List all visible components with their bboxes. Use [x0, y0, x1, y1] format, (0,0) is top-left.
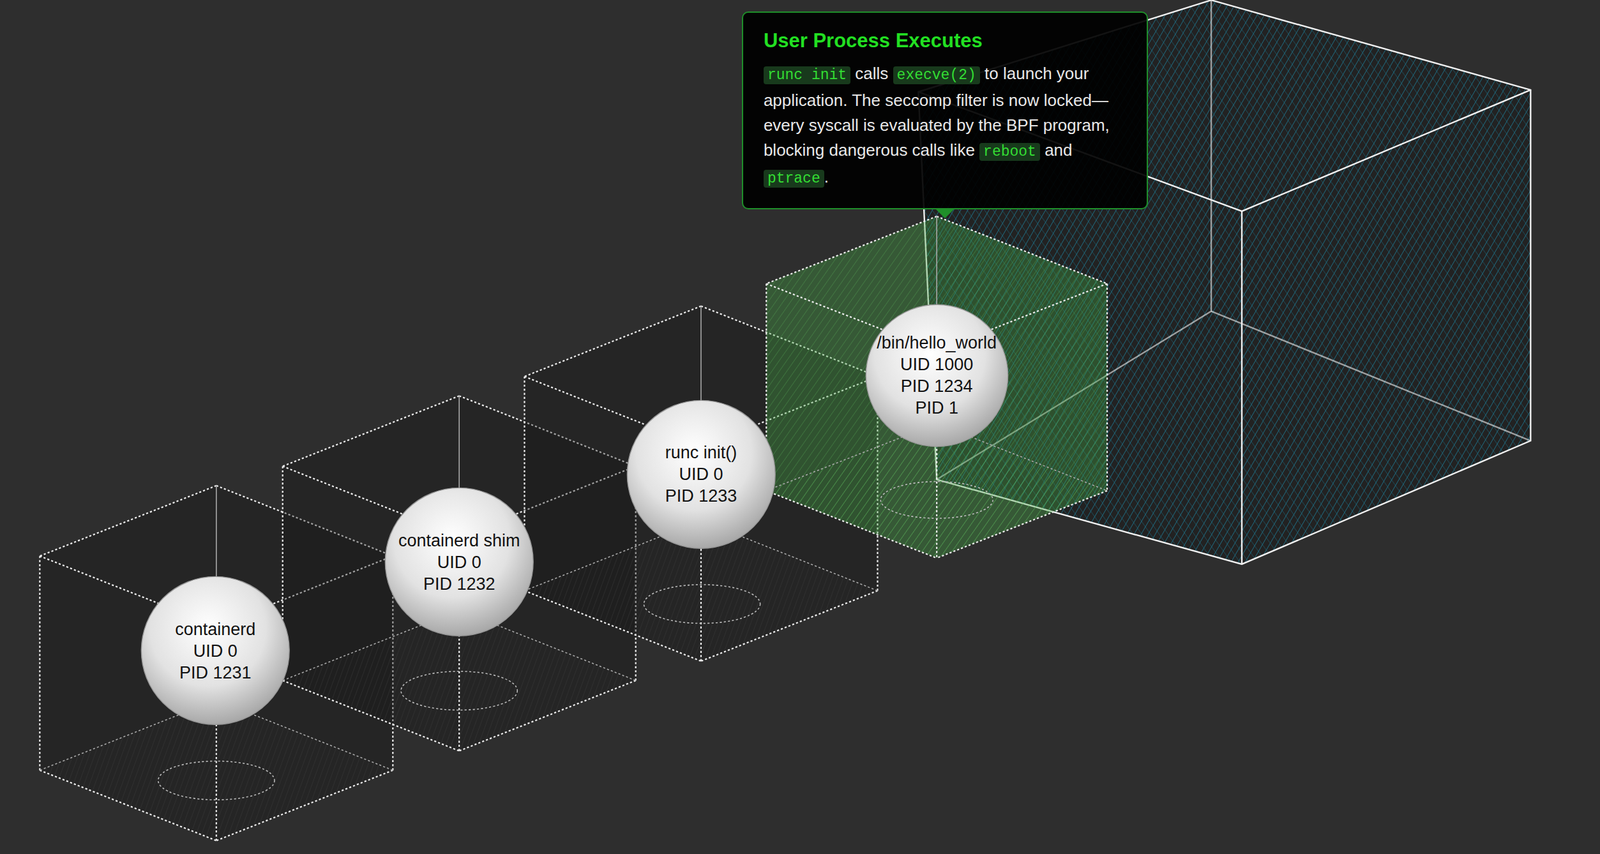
tooltip-text: calls [854, 63, 889, 84]
process-id: UID 0 [678, 463, 723, 486]
process-id: PID 1234 [900, 375, 974, 398]
tooltip-body: runc init calls execve(2) to launch your… [763, 61, 1127, 192]
process-id: UID 0 [437, 551, 482, 574]
process-sphere: containerd shimUID 0PID 1232 [383, 486, 536, 638]
tooltip-pointer [935, 209, 954, 219]
code-term: reboot [979, 143, 1041, 161]
process-name: containerd [174, 618, 256, 641]
process-id: PID 1231 [179, 662, 252, 684]
process-id: PID 1232 [423, 573, 496, 596]
tooltip-text: and [1044, 140, 1072, 160]
code-term: execve(2) [893, 66, 981, 85]
tooltip-text: . [824, 167, 829, 187]
sphere-shape [864, 303, 1010, 449]
container-cube [766, 216, 1108, 559]
step-tooltip: User Process Executes runc init calls exe… [741, 11, 1148, 210]
process-sphere: runc init()UID 0PID 1233 [625, 399, 778, 551]
process-name: runc init() [665, 441, 738, 464]
process-name: containerd shim [398, 529, 521, 552]
tooltip-title: User Process Executes [763, 29, 1127, 53]
code-term: runc init [763, 66, 851, 85]
process-name: /bin/hello_world [876, 332, 997, 354]
process-id: UID 1000 [900, 353, 974, 376]
code-term: ptrace [763, 169, 825, 188]
process-id: PID 1 [914, 397, 959, 419]
process-id: UID 0 [193, 640, 238, 663]
process-sphere: /bin/hello_worldUID 1000PID 1234PID 1 [864, 303, 1010, 449]
process-sphere: containerdUID 0PID 1231 [139, 575, 292, 727]
process-id: PID 1233 [665, 485, 738, 507]
